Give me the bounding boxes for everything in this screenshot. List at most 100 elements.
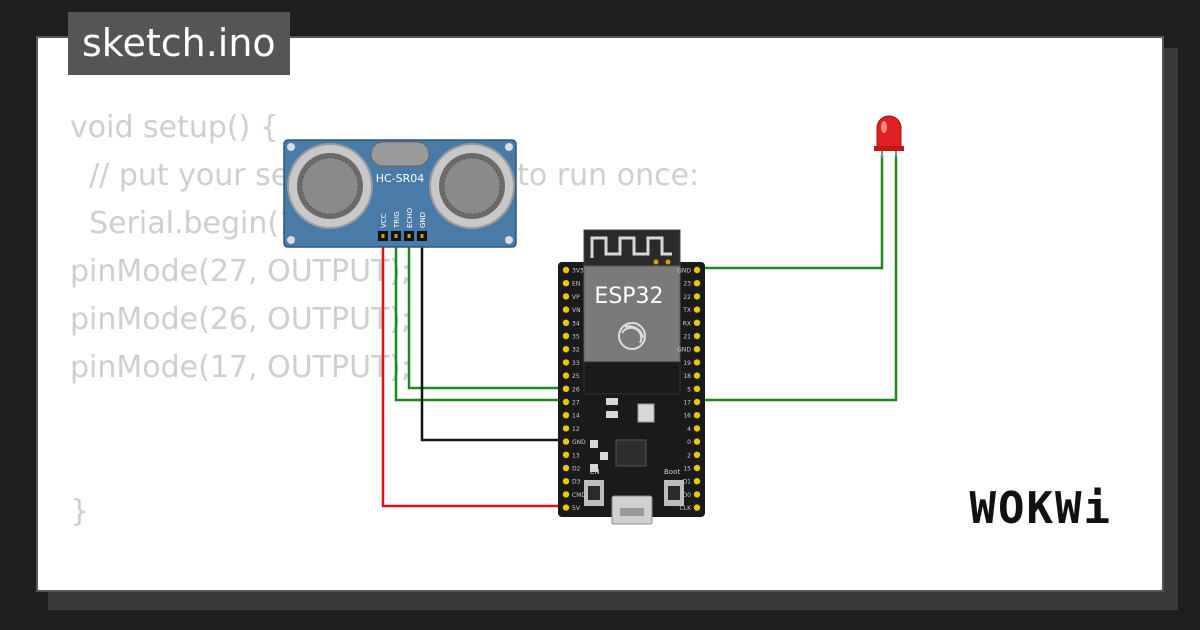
board-pin-label: 4 <box>687 426 691 433</box>
board-pin-label: VN <box>572 307 581 314</box>
board-pin[interactable] <box>693 346 701 353</box>
board-pin-label: 0 <box>687 439 691 446</box>
board-pin[interactable] <box>562 504 570 511</box>
wire-led-cathode <box>698 155 884 270</box>
board-pin-label: 23 <box>683 281 691 288</box>
wire-echo <box>407 236 565 390</box>
board-pin[interactable] <box>693 451 701 458</box>
board-pin[interactable] <box>693 319 701 326</box>
board-pin[interactable] <box>693 438 701 445</box>
usb-chip <box>615 439 647 467</box>
board-pin[interactable] <box>693 332 701 340</box>
board-pin[interactable] <box>693 359 701 366</box>
board-pin-headers: 3V3ENVPVN343532332526271412GND13D2D3CMD5… <box>562 266 701 512</box>
board-pin[interactable] <box>562 425 570 432</box>
board-pin-label: EN <box>572 281 580 288</box>
code-line: void setup() { <box>70 110 279 145</box>
board-pin-label: 32 <box>572 347 580 354</box>
board-pin[interactable] <box>562 372 570 379</box>
board-pin[interactable] <box>562 266 570 274</box>
board-pin-label: 26 <box>572 386 580 393</box>
board-pin-label: GND <box>572 439 586 446</box>
board-pin-label: 34 <box>572 320 580 327</box>
en-button-label: EN <box>590 468 600 476</box>
board-pin-label: 35 <box>572 334 580 341</box>
board-pin[interactable] <box>562 451 570 458</box>
board-pin-label: RX <box>683 320 691 327</box>
boot-button[interactable] <box>664 480 684 506</box>
board-pin-label: GND <box>677 347 691 354</box>
file-title-tab: sketch.ino <box>68 12 290 75</box>
board-pin-label: 14 <box>572 413 580 420</box>
board-pin[interactable] <box>562 346 570 353</box>
board-pin[interactable] <box>562 280 570 287</box>
board-pin-label: 25 <box>572 373 580 380</box>
board-pin[interactable] <box>562 385 570 392</box>
board-pin-label: 27 <box>572 400 580 407</box>
board-pin-label: CLK <box>680 505 693 512</box>
board-pin[interactable] <box>693 266 701 274</box>
board-pin[interactable] <box>562 293 570 300</box>
board-pin-label: 21 <box>683 334 691 341</box>
board-pin[interactable] <box>562 412 570 419</box>
sensor-pin-contact <box>407 234 411 238</box>
board-pin[interactable] <box>693 280 701 287</box>
board-pin[interactable] <box>693 372 701 379</box>
board-pin-label: 18 <box>683 373 691 380</box>
code-line: pinMode(26, OUTPUT); <box>70 302 412 337</box>
esp32-board[interactable]: ESP32 EN Boot 3V3ENVPVN34353233252627141… <box>558 229 705 525</box>
board-pin-label: 3V3 <box>572 268 584 275</box>
board-pin[interactable] <box>562 332 570 340</box>
board-pin-label: D2 <box>572 466 581 473</box>
wire-led-anode <box>698 155 898 402</box>
code-line: pinMode(17, OUTPUT); <box>70 350 412 385</box>
wokwi-logo: WOKWi <box>969 483 1112 534</box>
espressif-logo <box>618 322 646 350</box>
board-pin[interactable] <box>562 438 570 445</box>
board-pin[interactable] <box>562 306 570 313</box>
crystal-oscillator <box>370 141 430 167</box>
sensor-name-label: HC-SR04 <box>376 172 425 185</box>
wire-vcc <box>381 236 565 508</box>
board-pin-label: CMD <box>572 492 586 499</box>
board-pin-label: D3 <box>572 479 581 486</box>
board-pin-label: GND <box>677 268 691 275</box>
board-pin[interactable] <box>693 478 701 485</box>
board-pin[interactable] <box>562 464 570 472</box>
board-pin-label: 17 <box>683 400 691 407</box>
board-pin[interactable] <box>562 491 570 498</box>
board-pin-label: 16 <box>683 413 691 420</box>
wifi-antenna <box>583 229 681 267</box>
wire-trig <box>394 236 565 402</box>
board-pin[interactable] <box>693 412 701 419</box>
sensor-pin-label: TRIG <box>393 211 401 229</box>
board-pin[interactable] <box>693 504 701 511</box>
board-pin-label: D0 <box>683 492 692 499</box>
board-pin[interactable] <box>562 359 570 366</box>
board-pin-label: 5V <box>572 505 581 512</box>
board-pin[interactable] <box>562 398 570 406</box>
board-pin[interactable] <box>693 293 701 300</box>
sensor-pin-label: GND <box>419 212 427 228</box>
board-pin[interactable] <box>562 478 570 485</box>
board-pin[interactable] <box>693 306 701 313</box>
board-pin-label: 15 <box>683 466 691 473</box>
board-pin[interactable] <box>693 464 701 472</box>
board-pin[interactable] <box>693 398 701 406</box>
board-pin[interactable] <box>693 491 701 498</box>
board-pin-label: 33 <box>572 360 580 367</box>
board-name-label: ESP32 <box>594 284 663 309</box>
led[interactable] <box>874 115 904 158</box>
board-pin[interactable] <box>693 425 701 432</box>
board-pin[interactable] <box>562 319 570 326</box>
board-pin-label: 13 <box>572 452 580 459</box>
wires <box>381 155 898 508</box>
board-pin-label: VP <box>572 294 580 301</box>
board-pin[interactable] <box>693 385 701 392</box>
en-button[interactable] <box>584 480 604 506</box>
board-pin-label: 12 <box>572 426 580 433</box>
code-line: pinMode(27, OUTPUT); <box>70 254 412 289</box>
board-pin-label: D1 <box>683 479 692 486</box>
